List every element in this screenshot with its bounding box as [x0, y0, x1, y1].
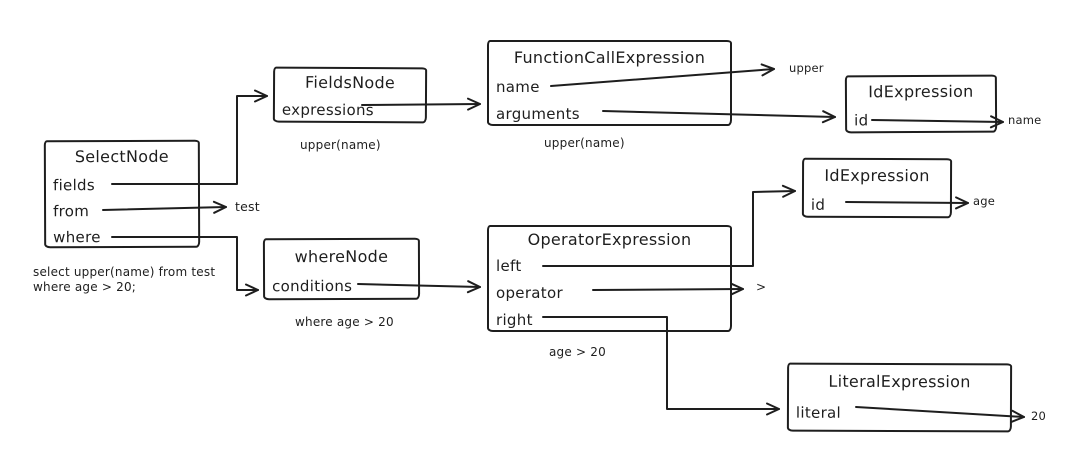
- field-row-right: right: [496, 311, 533, 329]
- label-name-value: name: [1008, 113, 1042, 127]
- label-upper-value: upper: [789, 61, 824, 75]
- field-row-name: name: [496, 78, 540, 96]
- caption-sql-query-line1: select upper(name) from test: [33, 265, 216, 279]
- field-row-expressions: expressions: [281, 100, 374, 120]
- node-literalexpression: LiteralExpression literal: [786, 362, 1013, 433]
- node-title: FieldsNode: [305, 72, 396, 93]
- label-operator-value: >: [756, 280, 767, 294]
- node-title: LiteralExpression: [828, 371, 971, 392]
- caption-functioncall: upper(name): [544, 136, 625, 150]
- node-wherenode: whereNode conditions: [262, 237, 421, 301]
- node-selectnode: SelectNode fields from where: [43, 139, 201, 249]
- caption-sql-query-line2: where age > 20;: [33, 280, 137, 294]
- node-idexpression-name: IdExpression id: [844, 74, 998, 134]
- node-title: SelectNode: [74, 146, 169, 167]
- field-row-left: left: [496, 257, 522, 275]
- caption-sql-query: select upper(name) from test where age >…: [33, 265, 215, 295]
- node-title: FunctionCallExpression: [513, 48, 706, 67]
- field-row-conditions: conditions: [272, 276, 353, 296]
- label-test-value: test: [235, 199, 260, 214]
- caption-fieldsnode: upper(name): [300, 138, 381, 152]
- field-row-where: where: [53, 228, 101, 247]
- node-operatorexpression: OperatorExpression left operator right: [487, 225, 732, 332]
- field-row-id: id: [810, 195, 826, 214]
- field-row-from: from: [53, 202, 90, 221]
- node-fieldsnode: FieldsNode expressions: [272, 66, 428, 124]
- node-title: IdExpression: [824, 165, 930, 186]
- node-idexpression-age: IdExpression id: [801, 157, 953, 219]
- field-row-literal: literal: [795, 403, 842, 422]
- field-row-operator: operator: [496, 284, 563, 302]
- node-title: OperatorExpression: [527, 230, 692, 249]
- node-title: whereNode: [294, 246, 389, 267]
- field-row-id: id: [854, 111, 869, 130]
- label-literal-value: 20: [1031, 409, 1047, 423]
- field-row-arguments: arguments: [496, 105, 580, 123]
- caption-wherenode: where age > 20: [295, 315, 394, 329]
- node-functioncallexpression: FunctionCallExpression name arguments: [487, 40, 732, 126]
- field-row-fields: fields: [52, 176, 95, 195]
- caption-operator: age > 20: [549, 345, 606, 359]
- node-title: IdExpression: [868, 81, 974, 102]
- label-age-value: age: [973, 194, 996, 208]
